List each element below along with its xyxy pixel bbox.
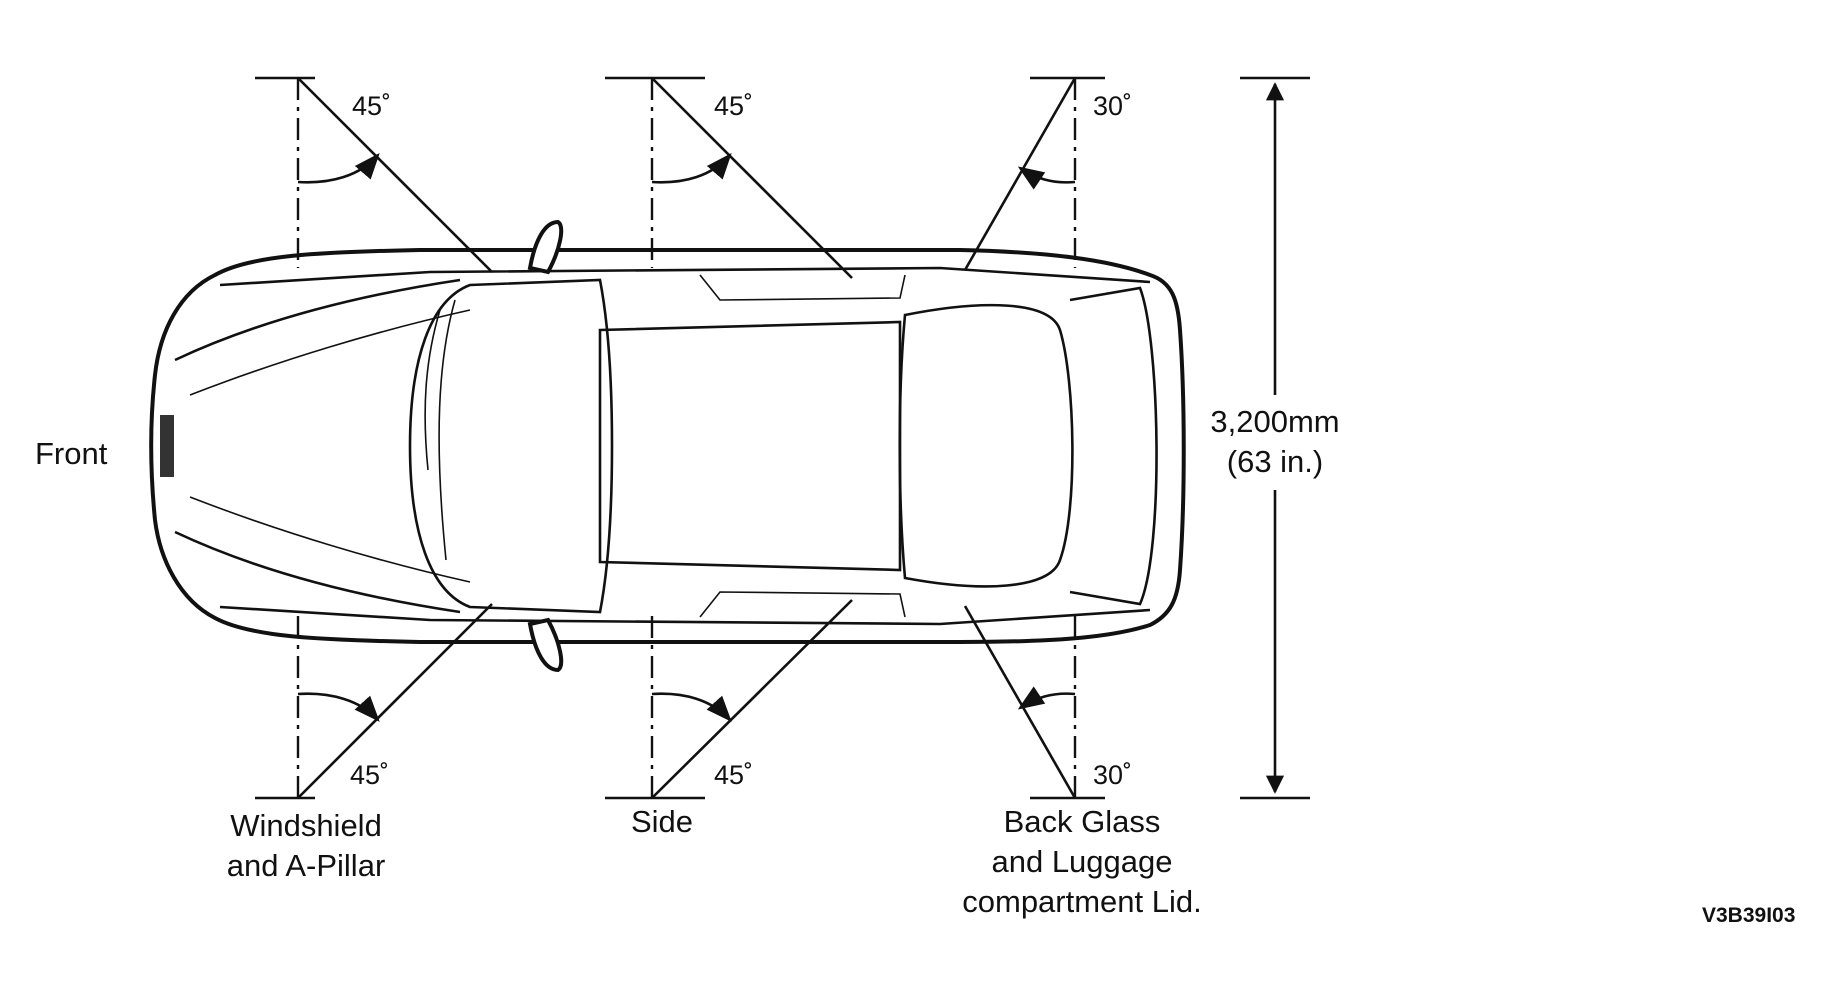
- back-label-line1: Back Glass: [1004, 804, 1161, 839]
- windshield-bottom-zone: [255, 603, 493, 800]
- back-bottom-zone: [963, 605, 1105, 800]
- car-beltline-top: [219, 266, 1151, 287]
- side-label: Side: [631, 804, 693, 839]
- side-top-zone: [605, 76, 853, 279]
- width-in-label: (63 in.): [1227, 444, 1323, 479]
- windshield-top-zone: [255, 76, 493, 273]
- back-top-zone: [963, 76, 1105, 271]
- front-label: Front: [35, 436, 108, 471]
- door-window-bottom: [699, 591, 906, 618]
- angle-windshield-top: 45˚: [352, 91, 391, 121]
- door-window-top: [699, 274, 906, 301]
- hood-line-top: [174, 278, 461, 362]
- windshield-label-line2: and A-Pillar: [227, 848, 386, 883]
- angle-back-bottom: 30˚: [1093, 760, 1132, 790]
- windshield-label-line1: Windshield: [230, 808, 382, 843]
- side-bottom-zone: [605, 599, 853, 800]
- mirror-top: [527, 219, 564, 275]
- angle-windshield-bottom: 45˚: [350, 760, 389, 790]
- mirror-bottom: [527, 617, 564, 673]
- car-beltline-bottom: [219, 605, 1151, 626]
- hood-line-bottom: [174, 530, 461, 614]
- width-mm-label: 3,200mm: [1210, 404, 1339, 439]
- angle-back-top: 30˚: [1093, 91, 1132, 121]
- hood-crease-top: [189, 309, 471, 396]
- back-label-line3: compartment Lid.: [962, 884, 1202, 919]
- rear-glass-outline: [898, 303, 1074, 588]
- angle-side-top: 45˚: [714, 91, 753, 121]
- figure-code: V3B39I03: [1702, 904, 1795, 927]
- angle-side-bottom: 45˚: [714, 760, 753, 790]
- grille: [160, 415, 174, 477]
- car-body-outline: [149, 248, 1186, 644]
- width-dimension: [1240, 76, 1310, 800]
- trunk-outline: [1069, 286, 1158, 606]
- windshield-outline: [408, 278, 614, 614]
- car-top-view: [149, 219, 1186, 673]
- wiper-line-2: [438, 299, 456, 561]
- wiper-line: [424, 309, 441, 471]
- back-label-line2: and Luggage: [991, 844, 1172, 879]
- roof-outline: [598, 320, 902, 572]
- hood-crease-bottom: [189, 496, 471, 583]
